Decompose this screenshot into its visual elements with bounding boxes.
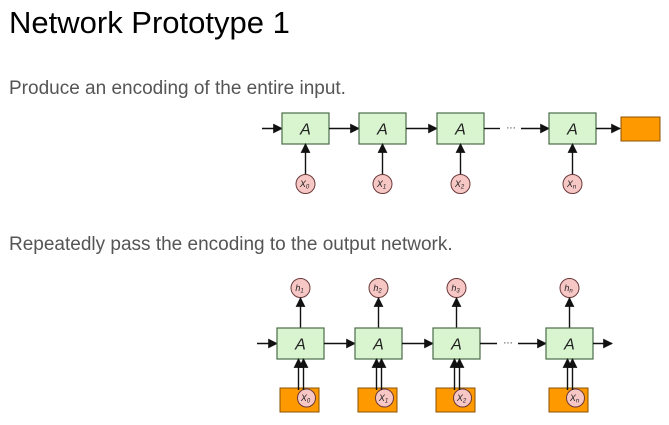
- encoder-diagram: A X0 A X1 A X2 ··· A Xn: [262, 112, 661, 194]
- input-node: [562, 174, 583, 194]
- input-node-label: Xn: [566, 179, 577, 191]
- rnn-cell-label: A: [372, 337, 384, 354]
- rnn-cell-label: A: [299, 122, 311, 139]
- decoder-caption: Repeatedly pass the encoding to the outp…: [9, 234, 453, 255]
- rnn-cell: [354, 327, 403, 360]
- input-node: [566, 388, 585, 408]
- output-node-label: h2: [373, 283, 382, 295]
- slide-title: Network Prototype 1: [9, 5, 290, 40]
- rnn-cell-label: A: [450, 337, 462, 354]
- encoder-caption: Produce an encoding of the entire input.: [9, 78, 346, 99]
- output-node-label: h3: [451, 283, 460, 295]
- input-node: [375, 388, 394, 408]
- decoder-diagram: h1A X0 h2A X1 h3A X2 ··· hnA Xn: [257, 278, 613, 413]
- input-node-label: X2: [454, 179, 465, 191]
- input-node-label: X1: [378, 393, 388, 405]
- ellipsis: ···: [503, 339, 513, 350]
- rnn-cell-label: A: [563, 337, 575, 354]
- input-node-label: Xn: [569, 393, 580, 405]
- input-node-label: X2: [456, 393, 467, 405]
- input-node-label: X0: [300, 393, 311, 405]
- input-node: [372, 174, 393, 194]
- rnn-cell-label: A: [294, 337, 306, 354]
- rnn-cell-label: A: [566, 122, 578, 139]
- output-node-label: hn: [564, 283, 573, 295]
- input-node: [450, 174, 471, 194]
- rnn-cell: [548, 112, 597, 145]
- input-node: [297, 388, 316, 408]
- encoding-box: [620, 116, 661, 142]
- rnn-cell-label: A: [454, 122, 466, 139]
- rnn-cell: [436, 112, 485, 145]
- ellipsis: ···: [506, 124, 516, 135]
- rnn-cell: [281, 112, 330, 145]
- output-node-label: h1: [295, 283, 303, 295]
- input-node-label: X1: [376, 179, 386, 191]
- input-node: [295, 174, 316, 194]
- rnn-cell-label: A: [376, 122, 388, 139]
- input-node-label: X0: [299, 179, 310, 191]
- input-node: [453, 388, 472, 408]
